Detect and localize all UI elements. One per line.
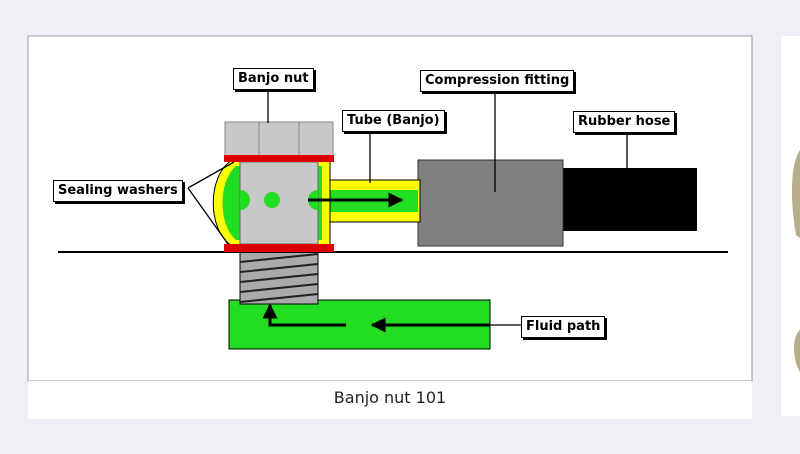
compression-fitting [417, 159, 564, 247]
compression-fitting-label: Compression fitting [420, 70, 575, 92]
sealing-washer-bottom [224, 244, 334, 252]
banjo-nut-head [224, 121, 334, 157]
diagram-caption: Banjo nut 101 [333, 388, 447, 407]
bolt-hole-center [264, 192, 280, 208]
side-panel-shape-lower [794, 330, 800, 372]
tube-banjo-label: Tube (Banjo) [342, 110, 445, 132]
side-panel-shape [791, 150, 800, 238]
rubber-hose [563, 168, 697, 231]
thread-lines [239, 253, 319, 303]
arrow-icon [262, 303, 346, 327]
rubber-hose-label: Rubber hose [573, 111, 676, 133]
side-panel [781, 36, 800, 416]
fluid-path-label: Fluid path [521, 316, 606, 338]
caption-panel [28, 381, 752, 419]
bolt-hole-left [240, 190, 250, 210]
sealing-washers-label: Sealing washers [53, 180, 183, 202]
leader-lines [187, 88, 628, 326]
sealing-washer-top [224, 155, 334, 162]
banjo-nut-label: Banjo nut [233, 68, 314, 90]
fluid-flow-arrows [262, 192, 490, 333]
